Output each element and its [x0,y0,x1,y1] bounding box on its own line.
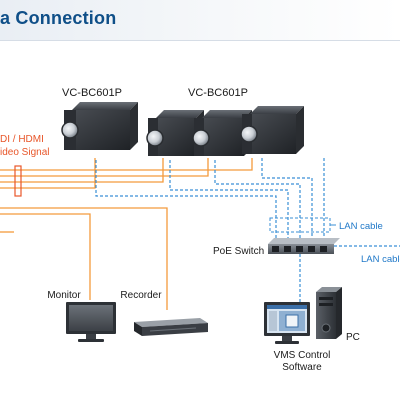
pc-label: PC [346,332,360,343]
vms-label-line2: Software [282,362,322,373]
lan-cables [95,158,400,302]
video-cables [0,158,253,310]
recorder-device [134,318,208,336]
lan-cable-label-2: LAN cable [361,254,400,265]
vms-label-line1: VMS Control [274,350,331,361]
monitor-device [66,302,116,342]
signal-label-line1: DI / HDMI [0,134,44,145]
camera-label-left: VC-BC601P [62,87,122,99]
camera-4 [240,106,304,154]
pc-tower [316,287,342,339]
signal-label-line2: ideo Signal [0,147,49,158]
poe-switch [268,238,340,254]
camera-label-right: VC-BC601P [188,87,248,99]
lan-cable-label-1: LAN cable [339,221,383,232]
cable-bundle-marker [14,165,22,197]
vms-monitor-device [264,302,310,344]
monitor-label: Monitor [47,290,81,301]
header-band [0,0,400,41]
poe-switch-label: PoE Switch [213,246,264,257]
page-title: a Connection [0,8,117,28]
recorder-label: Recorder [120,290,162,301]
camera-1 [61,102,138,150]
